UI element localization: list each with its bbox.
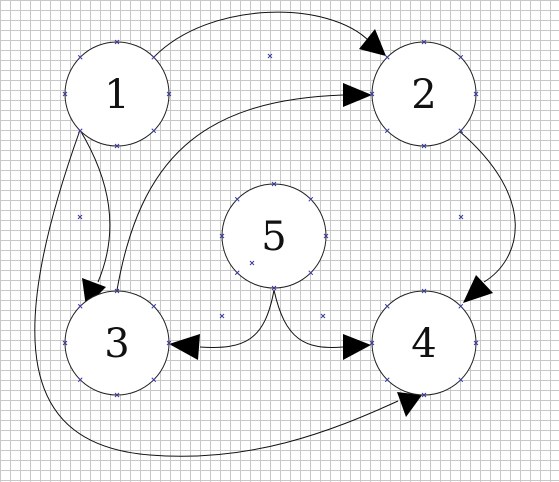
anchor-marker bbox=[384, 377, 390, 383]
anchor-marker bbox=[384, 128, 390, 134]
anchor-marker bbox=[421, 143, 427, 149]
anchor-marker bbox=[271, 181, 277, 187]
edge-5-to-3[interactable] bbox=[199, 289, 275, 348]
anchor-marker bbox=[458, 377, 464, 383]
node-4[interactable]: 4 bbox=[371, 290, 477, 396]
anchor-marker bbox=[384, 54, 390, 60]
anchor-marker bbox=[151, 377, 157, 383]
anchor-marker bbox=[77, 54, 83, 60]
anchor-marker bbox=[77, 128, 83, 134]
anchor-marker bbox=[421, 392, 427, 398]
anchor-marker bbox=[320, 313, 326, 319]
arrowhead-5-to-4 bbox=[343, 334, 371, 360]
anchor-marker bbox=[234, 196, 240, 202]
anchor-marker bbox=[219, 233, 225, 239]
anchor-marker bbox=[267, 53, 273, 59]
anchor-marker bbox=[166, 340, 172, 346]
anchor-marker bbox=[114, 288, 120, 294]
anchor-marker bbox=[458, 214, 464, 220]
anchor-marker bbox=[151, 54, 157, 60]
anchor-marker bbox=[151, 303, 157, 309]
anchor-marker bbox=[271, 285, 277, 291]
anchor-marker bbox=[421, 39, 427, 45]
anchor-marker bbox=[219, 313, 225, 319]
anchor-marker bbox=[458, 128, 464, 134]
edge-1-to-4[interactable] bbox=[34, 129, 399, 457]
nodes-layer: 1 2 3 4 5 bbox=[64, 41, 477, 396]
node-4-label: 4 bbox=[411, 321, 436, 367]
node-1-label: 1 bbox=[104, 72, 129, 118]
anchor-marker bbox=[458, 54, 464, 60]
arrowhead-3-to-2 bbox=[343, 83, 372, 107]
anchor-marker bbox=[308, 270, 314, 276]
edges-layer bbox=[34, 11, 516, 457]
anchor-marker bbox=[77, 303, 83, 309]
node-3-label: 3 bbox=[104, 321, 129, 367]
anchor-marker bbox=[114, 39, 120, 45]
edge-3-to-2[interactable] bbox=[116, 94, 344, 291]
anchor-marker bbox=[166, 91, 172, 97]
node-2-label: 2 bbox=[411, 72, 436, 118]
arrowhead-1-to-2 bbox=[359, 29, 386, 56]
arrowhead-2-to-4 bbox=[463, 275, 493, 303]
anchor-marker bbox=[369, 340, 375, 346]
edge-2-to-4[interactable] bbox=[457, 129, 516, 283]
anchor-marker bbox=[323, 233, 329, 239]
edge-5-to-4[interactable] bbox=[273, 289, 344, 348]
arrowhead-5-to-3 bbox=[169, 334, 200, 360]
anchor-marker bbox=[234, 270, 240, 276]
edge-1-to-3[interactable] bbox=[79, 129, 111, 283]
arrowhead-1-to-4 bbox=[397, 392, 422, 417]
anchor-marker bbox=[114, 143, 120, 149]
anchor-marker bbox=[308, 196, 314, 202]
node-5-label: 5 bbox=[261, 214, 286, 260]
anchor-marker bbox=[249, 260, 255, 266]
anchor-marker bbox=[473, 91, 479, 97]
anchor-marker bbox=[384, 303, 390, 309]
anchor-marker bbox=[473, 340, 479, 346]
anchor-marker bbox=[421, 288, 427, 294]
anchor-marker bbox=[77, 214, 83, 220]
anchor-marker bbox=[151, 128, 157, 134]
anchor-marker bbox=[77, 377, 83, 383]
anchor-marker bbox=[62, 91, 68, 97]
anchor-marker bbox=[114, 392, 120, 398]
anchor-marker bbox=[458, 303, 464, 309]
anchor-marker bbox=[369, 91, 375, 97]
edge-1-to-2[interactable] bbox=[153, 11, 371, 58]
anchor-marker bbox=[62, 340, 68, 346]
anchor-markers bbox=[62, 39, 479, 398]
